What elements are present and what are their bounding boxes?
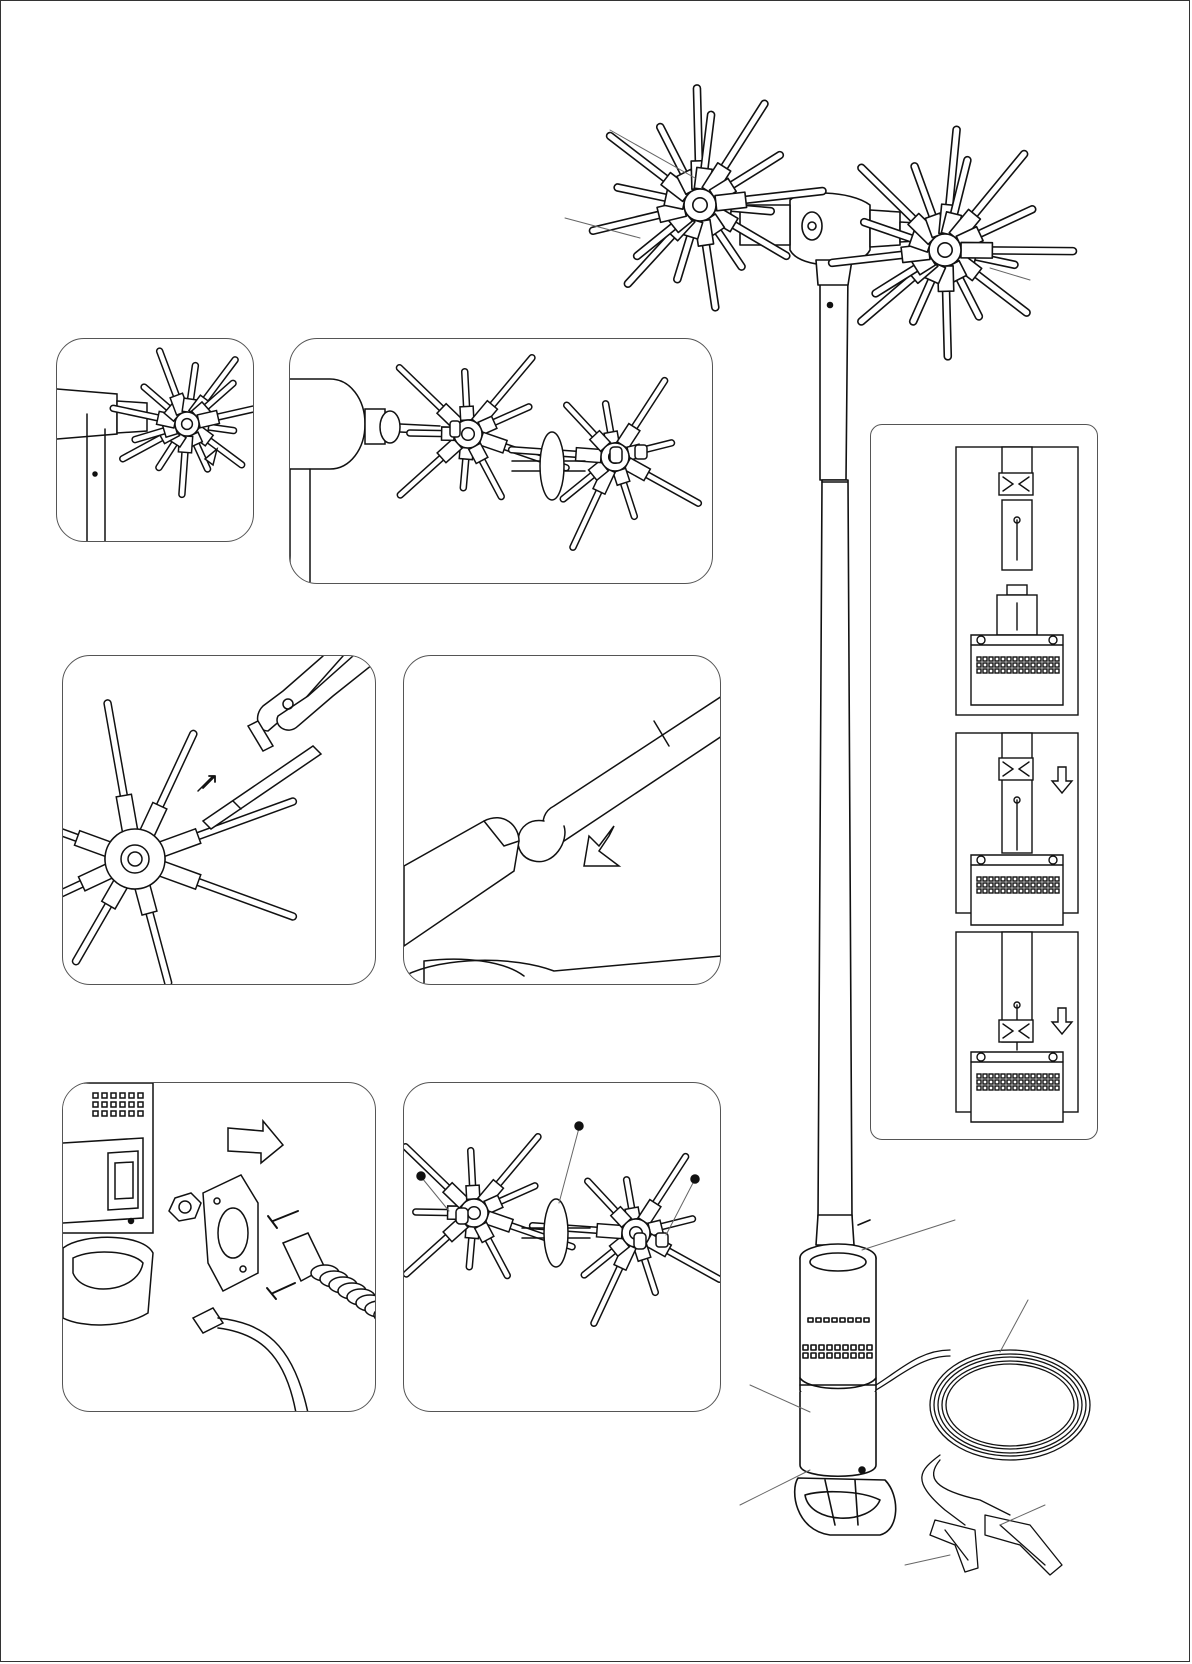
screw-icon	[268, 1211, 298, 1228]
cable-coil	[876, 1350, 1090, 1575]
pole	[818, 270, 852, 1220]
detail-cable-gland	[62, 1082, 376, 1412]
arrow-icon	[584, 826, 619, 866]
nut-icon	[169, 1193, 201, 1221]
detail-exploded-join-marked	[403, 1082, 721, 1412]
base-unit	[795, 1215, 896, 1535]
plug-icon	[193, 1308, 223, 1333]
detail-pliers-rod	[62, 655, 376, 985]
detail-bracket-steps	[870, 424, 1098, 1140]
detail-top-join	[56, 338, 254, 542]
left-spike-star	[589, 85, 825, 311]
arrow-icon	[228, 1121, 283, 1163]
arrow-icon	[198, 776, 213, 791]
detail-exploded-join	[289, 338, 713, 584]
detail-rod-tip	[403, 655, 721, 985]
screw-icon	[267, 1283, 295, 1299]
